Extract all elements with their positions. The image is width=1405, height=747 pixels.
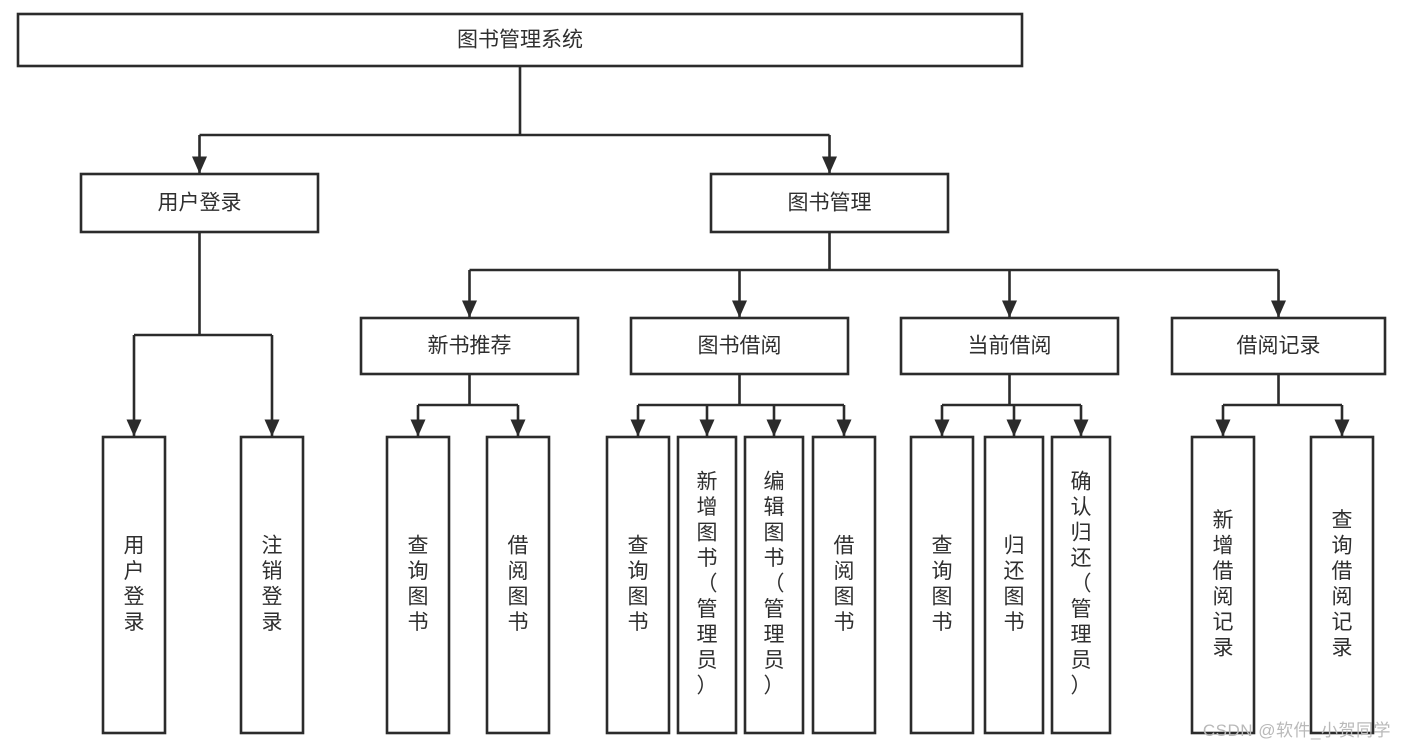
node-leaf-logout[interactable]: 注销登录 (239, 435, 305, 735)
arrow-head-icon (630, 419, 646, 437)
node-leaf-query-borrow-record-box[interactable] (1309, 435, 1375, 735)
connector-layer (126, 66, 1350, 437)
node-leaf-logout-box[interactable] (239, 435, 305, 735)
arrow-head-icon (462, 300, 477, 318)
node-book-borrow-box[interactable] (629, 316, 850, 376)
node-leaf-add-borrow-record-box[interactable] (1190, 435, 1256, 735)
node-leaf-query-book-borrow-label: 查询图书 (628, 534, 649, 634)
node-book-management[interactable]: 图书管理 (709, 172, 950, 234)
arrow-head-icon (1006, 419, 1022, 437)
node-user-login[interactable]: 用户登录 (79, 172, 320, 234)
arrow-head-icon (836, 419, 852, 437)
node-root-system-box[interactable] (16, 12, 1024, 68)
node-leaf-user-login-box[interactable] (101, 435, 167, 735)
node-leaf-query-book-borrow[interactable]: 查询图书 (605, 435, 671, 735)
node-layer: 图书管理系统用户登录图书管理新书推荐图书借阅当前借阅借阅记录用户登录注销登录查询… (16, 12, 1387, 735)
node-new-book-recommend[interactable]: 新书推荐 (359, 316, 580, 376)
arrow-head-icon (934, 419, 950, 437)
node-leaf-query-book-borrow-box[interactable] (605, 435, 671, 735)
node-borrow-record-label: 借阅记录 (1237, 335, 1321, 358)
node-leaf-confirm-return-box[interactable] (1050, 435, 1112, 735)
node-root-system-label: 图书管理系统 (457, 29, 583, 52)
node-borrow-record-box[interactable] (1170, 316, 1387, 376)
node-book-management-label: 图书管理 (788, 192, 872, 215)
arrow-head-icon (766, 419, 782, 437)
node-leaf-query-book-current-label: 查询图书 (932, 534, 953, 634)
node-leaf-return-book-label: 归还图书 (1004, 534, 1025, 634)
node-leaf-query-book-current-box[interactable] (909, 435, 975, 735)
node-book-borrow-label: 图书借阅 (698, 335, 782, 358)
arrow-head-icon (1271, 300, 1286, 318)
arrow-head-icon (1002, 300, 1017, 318)
node-leaf-query-book-recommend[interactable]: 查询图书 (385, 435, 451, 735)
node-leaf-borrow-book-recommend-box[interactable] (485, 435, 551, 735)
node-leaf-add-book[interactable]: 新增图书（管理员） (676, 435, 738, 735)
node-leaf-add-book-label: 新增图书（管理员） (697, 471, 718, 698)
node-leaf-confirm-return-label: 确认归还（管理员） (1071, 471, 1092, 698)
node-leaf-edit-book-box[interactable] (743, 435, 805, 735)
node-borrow-record[interactable]: 借阅记录 (1170, 316, 1387, 376)
node-leaf-confirm-return[interactable]: 确认归还（管理员） (1050, 435, 1112, 735)
node-leaf-logout-label: 注销登录 (262, 534, 283, 634)
node-leaf-borrow-book-recommend[interactable]: 借阅图书 (485, 435, 551, 735)
node-new-book-recommend-box[interactable] (359, 316, 580, 376)
node-current-borrow-label: 当前借阅 (968, 335, 1052, 358)
node-leaf-return-book[interactable]: 归还图书 (983, 435, 1045, 735)
arrow-head-icon (732, 300, 747, 318)
node-leaf-add-borrow-record-label: 新增借阅记录 (1213, 509, 1234, 660)
node-leaf-query-book-current[interactable]: 查询图书 (909, 435, 975, 735)
arrow-head-icon (510, 419, 526, 437)
node-user-login-box[interactable] (79, 172, 320, 234)
node-leaf-query-borrow-record[interactable]: 查询借阅记录 (1309, 435, 1375, 735)
node-root-system[interactable]: 图书管理系统 (16, 12, 1024, 68)
arrow-head-icon (1073, 419, 1089, 437)
node-leaf-user-login[interactable]: 用户登录 (101, 435, 167, 735)
arrow-head-icon (264, 419, 280, 437)
node-leaf-borrow-book-recommend-label: 借阅图书 (508, 534, 529, 634)
node-leaf-edit-book-label: 编辑图书（管理员） (764, 471, 785, 698)
node-leaf-add-book-box[interactable] (676, 435, 738, 735)
arrow-head-icon (1334, 419, 1350, 437)
node-leaf-edit-book[interactable]: 编辑图书（管理员） (743, 435, 805, 735)
arrow-head-icon (410, 419, 426, 437)
node-leaf-user-login-label: 用户登录 (124, 534, 145, 634)
node-leaf-query-book-recommend-box[interactable] (385, 435, 451, 735)
node-user-login-label: 用户登录 (158, 192, 242, 215)
node-leaf-borrow-book[interactable]: 借阅图书 (811, 435, 877, 735)
node-leaf-borrow-book-box[interactable] (811, 435, 877, 735)
node-book-borrow[interactable]: 图书借阅 (629, 316, 850, 376)
node-book-management-box[interactable] (709, 172, 950, 234)
arrow-head-icon (192, 156, 207, 174)
node-leaf-return-book-box[interactable] (983, 435, 1045, 735)
arrow-head-icon (126, 419, 142, 437)
node-leaf-borrow-book-label: 借阅图书 (834, 534, 855, 634)
node-leaf-query-book-recommend-label: 查询图书 (408, 534, 429, 634)
arrow-head-icon (822, 156, 837, 174)
arrow-head-icon (1215, 419, 1231, 437)
node-new-book-recommend-label: 新书推荐 (428, 335, 512, 358)
node-current-borrow[interactable]: 当前借阅 (899, 316, 1120, 376)
node-leaf-query-borrow-record-label: 查询借阅记录 (1332, 509, 1353, 660)
node-current-borrow-box[interactable] (899, 316, 1120, 376)
watermark-label: CSDN @软件_小贺同学 (1202, 721, 1391, 740)
arrow-head-icon (699, 419, 715, 437)
node-leaf-add-borrow-record[interactable]: 新增借阅记录 (1190, 435, 1256, 735)
